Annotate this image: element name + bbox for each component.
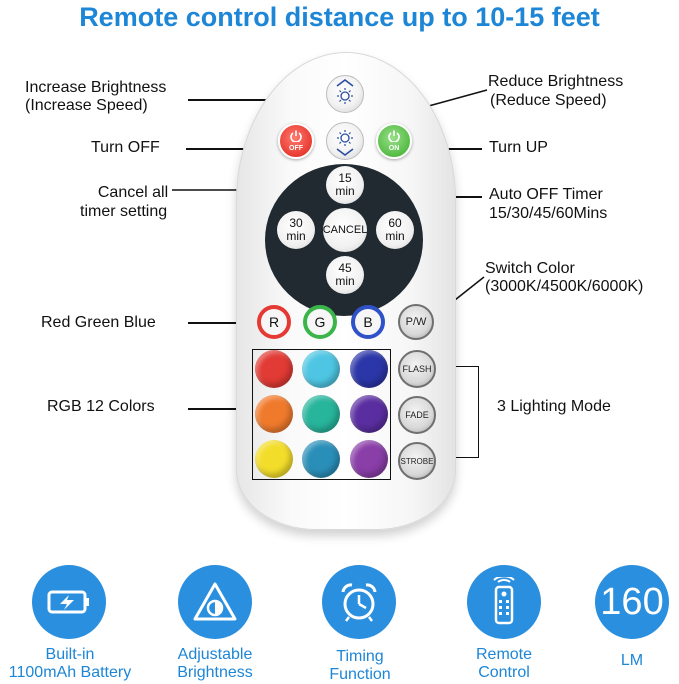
battery-icon [32, 565, 106, 639]
strobe-button[interactable]: STROBE [398, 442, 436, 480]
feature-brightness-line1: Adjustable [177, 646, 253, 663]
flash-button[interactable]: FLASH [398, 350, 436, 388]
feature-brightness-line2: Brightness [177, 664, 253, 681]
on-text: ON [388, 144, 400, 152]
turn-up-line [418, 148, 482, 150]
page-title: Remote control distance up to 10-15 feet [79, 2, 600, 32]
feature-remote-line1: Remote [475, 646, 533, 663]
red-green-blue-label: Red Green Blue [41, 314, 156, 331]
color-button[interactable] [302, 440, 340, 478]
increase-brightness-button[interactable] [326, 75, 364, 113]
auto-off-mins-label: 15/30/45/60Mins [489, 205, 608, 222]
rgb-12-colors-line [188, 408, 250, 410]
power-icon [290, 130, 302, 143]
timer-60-button[interactable]: 60 min [376, 211, 414, 249]
red-button[interactable]: R [257, 305, 291, 339]
color-button[interactable] [255, 440, 293, 478]
auto-off-timer-label: Auto OFF Timer [489, 186, 603, 203]
sun-down-icon [336, 130, 354, 156]
timer-15-button[interactable]: 15 min [326, 166, 364, 204]
timer-30-button[interactable]: 30 min [277, 211, 315, 249]
timer-30-number: 30 [289, 216, 303, 230]
feature-battery-line1: Built-in [45, 646, 95, 663]
timer-45-number: 45 [338, 261, 352, 275]
lighting-mode-label: 3 Lighting Mode [497, 398, 611, 415]
increase-brightness-line [188, 99, 319, 101]
fade-text: FADE [405, 410, 429, 420]
timer-60-number: 60 [388, 216, 402, 230]
lumen-icon: 160 [595, 565, 669, 639]
pw-button[interactable]: P/W [398, 304, 434, 340]
timer-15-number: 15 [338, 171, 352, 185]
rgb-12-colors-label: RGB 12 Colors [47, 398, 155, 415]
color-button[interactable] [302, 350, 340, 388]
fade-button[interactable]: FADE [398, 396, 436, 434]
turn-up-label: Turn UP [489, 139, 548, 156]
reduce-speed-label: (Reduce Speed) [490, 92, 607, 109]
timer-45-button[interactable]: 45 min [326, 256, 364, 294]
color-button[interactable] [255, 350, 293, 388]
lumen-value: 160 [600, 580, 664, 623]
brightness-icon [178, 565, 252, 639]
turn-on-button[interactable]: ON [376, 123, 412, 159]
blue-text: B [363, 314, 373, 330]
color-button[interactable] [350, 395, 388, 433]
feature-battery-line2: 1100mAh Battery [8, 664, 132, 681]
off-text: OFF [289, 144, 303, 152]
green-text: G [314, 314, 326, 330]
red-text: R [268, 314, 280, 330]
blue-button[interactable]: B [351, 305, 385, 339]
turn-off-line [186, 148, 276, 150]
cancel-text: CANCEL [322, 223, 368, 236]
feature-remote-line2: Control [478, 664, 530, 681]
alarm-clock-icon [322, 565, 396, 639]
switch-color-kelvin-label: (3000K/4500K/6000K) [485, 278, 644, 295]
reduce-brightness-button[interactable] [326, 122, 364, 160]
lighting-mode-bracket [437, 366, 479, 458]
rgb-line [188, 322, 256, 324]
timer-30-unit: min [286, 229, 306, 243]
pw-text: P/W [405, 316, 427, 328]
cancel-all-label: Cancel all [97, 184, 169, 201]
feature-timing-line2: Function [329, 666, 391, 683]
increase-speed-label: (Increase Speed) [25, 97, 148, 114]
feature-timing-line1: Timing [336, 648, 384, 665]
remote-icon [467, 565, 541, 639]
timer-45-unit: min [335, 274, 355, 288]
timer-60-unit: min [385, 229, 405, 243]
color-button[interactable] [255, 395, 293, 433]
power-icon [388, 130, 400, 143]
timer-setting-label: timer setting [80, 203, 168, 220]
turn-off-button[interactable]: OFF [278, 123, 314, 159]
color-button[interactable] [350, 350, 388, 388]
turn-off-label: Turn OFF [91, 139, 160, 156]
strobe-text: STROBE [400, 456, 434, 466]
rgb-12-colors-box [252, 349, 391, 480]
feature-lumen-unit: LM [620, 652, 644, 669]
flash-text: FLASH [402, 364, 432, 374]
color-button[interactable] [302, 395, 340, 433]
reduce-brightness-label: Reduce Brightness [488, 73, 624, 90]
increase-brightness-label: Increase Brightness [25, 79, 167, 96]
sun-up-icon [336, 79, 354, 104]
timer-15-unit: min [335, 184, 355, 198]
cancel-button[interactable]: CANCEL [323, 208, 367, 252]
color-button[interactable] [350, 440, 388, 478]
switch-color-label: Switch Color [485, 260, 575, 277]
green-button[interactable]: G [303, 305, 337, 339]
